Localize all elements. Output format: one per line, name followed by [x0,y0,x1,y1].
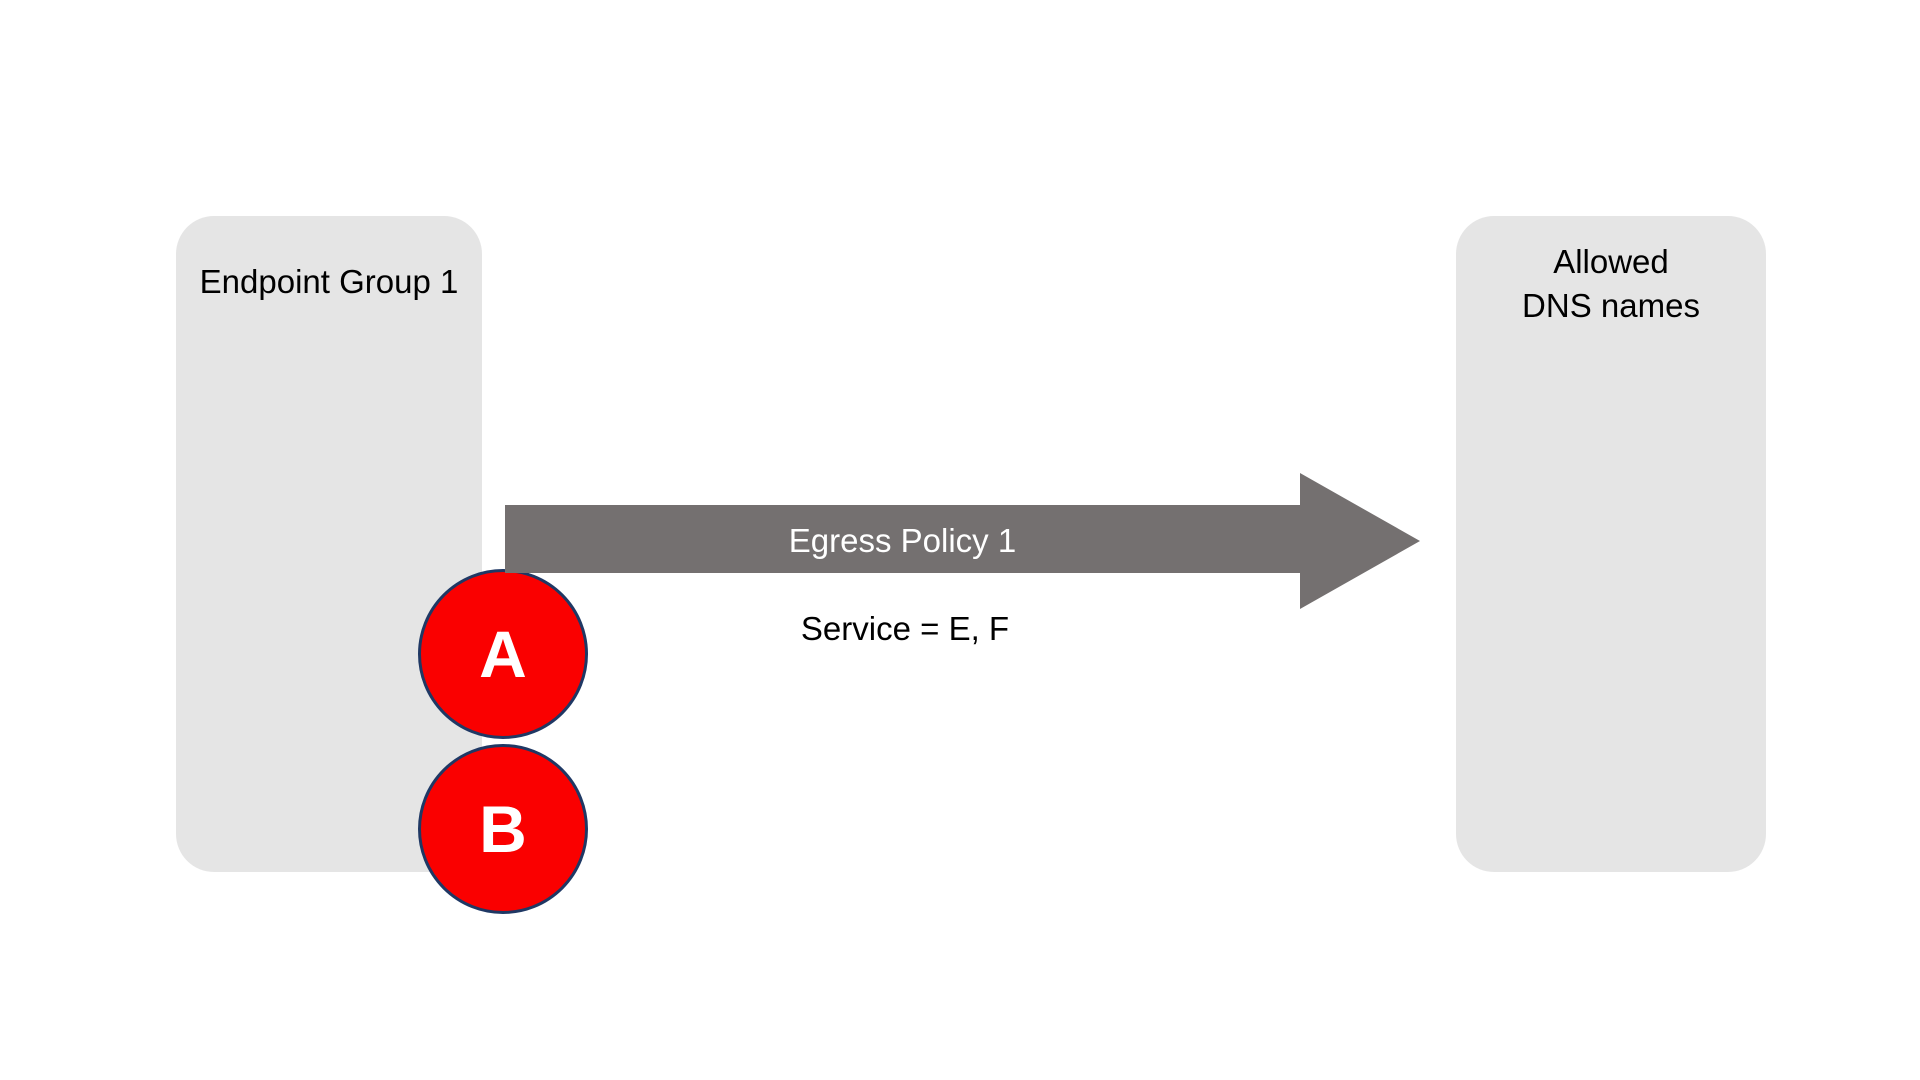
allowed-dns-names-title-line-1: Allowed [1553,243,1669,280]
allowed-dns-names-title-line-2: DNS names [1522,287,1700,324]
allowed-dns-names-panel: Allowed DNS names DNS Name 1 DNS Name 2 [1456,216,1766,872]
allowed-dns-names-title: Allowed DNS names [1456,240,1766,328]
endpoint-group-panel: Endpoint Group 1 A B [176,216,588,914]
endpoint-node-b-label: B [479,792,527,866]
endpoint-node-a[interactable]: A [418,569,588,739]
egress-policy-service-caption: Service = E, F [800,610,1010,647]
egress-policy-arrow[interactable] [505,470,1423,612]
endpoint-node-a-label: A [479,617,527,691]
right-arrow-icon [505,473,1420,609]
endpoint-group-title: Endpoint Group 1 [199,263,459,300]
endpoint-node-b[interactable]: B [418,744,588,914]
